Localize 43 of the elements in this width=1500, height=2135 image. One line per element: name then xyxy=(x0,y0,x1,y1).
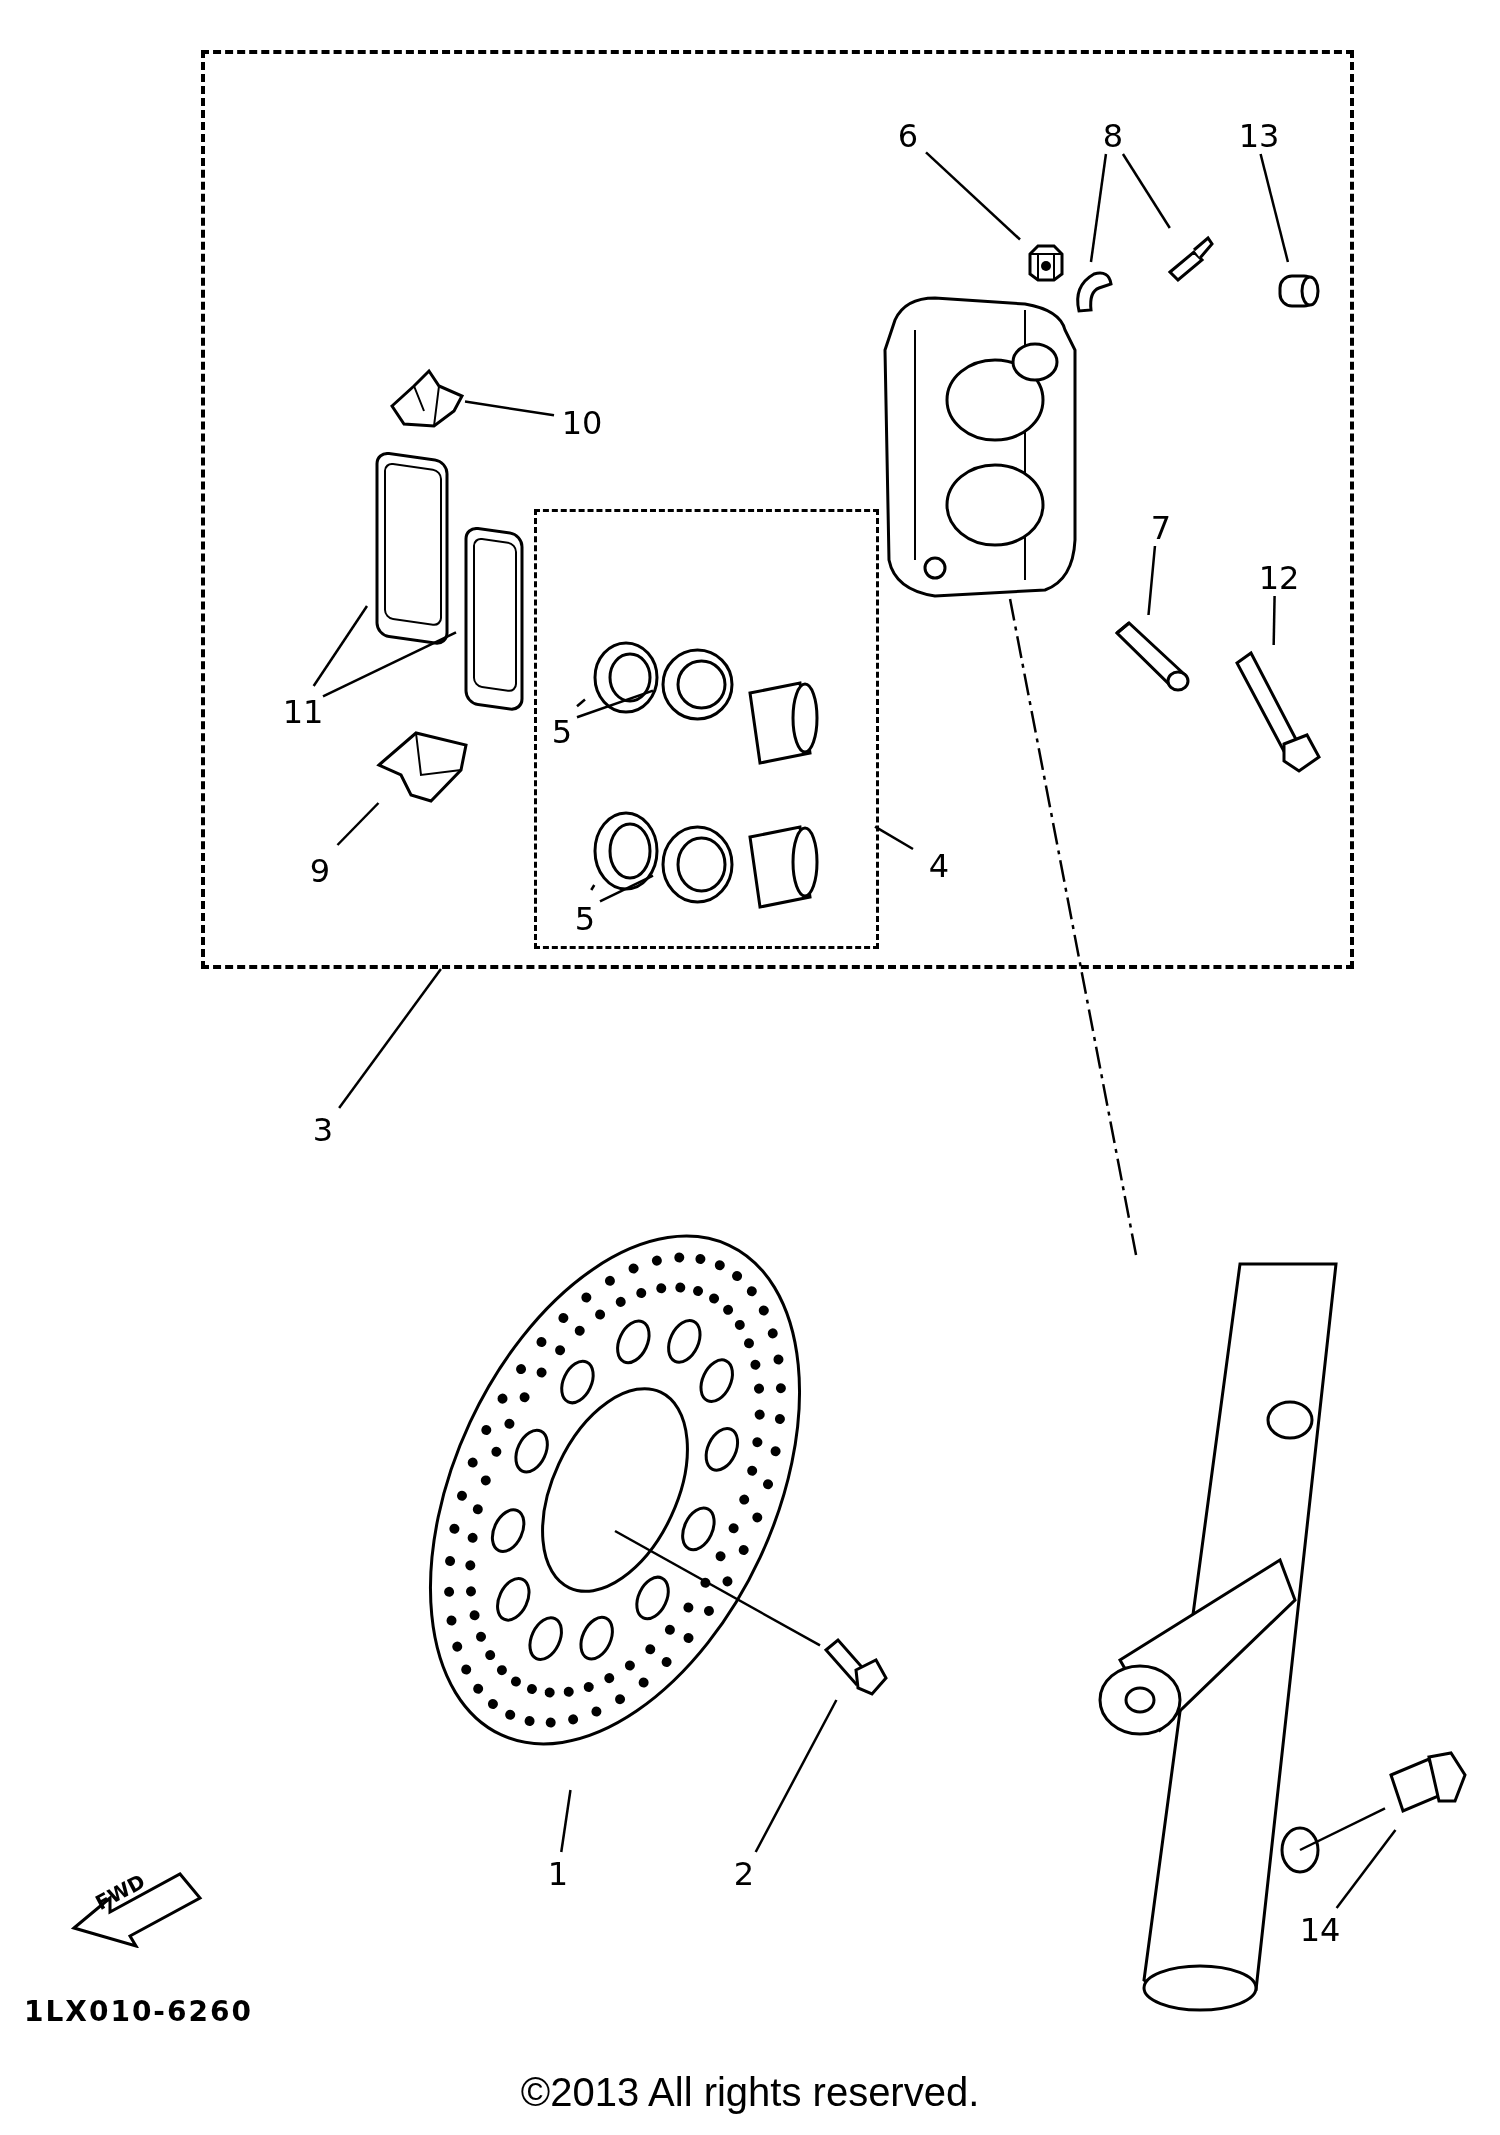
leader-line xyxy=(590,884,596,891)
callout-number: 4 xyxy=(917,844,961,888)
callout-number: 9 xyxy=(298,849,342,893)
direction-label: FWD xyxy=(91,1869,149,1915)
leader-line xyxy=(1299,1807,1386,1852)
seal-drawing xyxy=(592,810,660,892)
diagram-code: 1LX010-6260 xyxy=(24,1995,253,2028)
callout-number: 5 xyxy=(540,710,584,754)
leader-line xyxy=(312,605,369,687)
leader-line xyxy=(1272,595,1276,646)
callout-number: 2 xyxy=(722,1852,766,1896)
leader-line xyxy=(464,400,555,417)
leader-line xyxy=(1259,153,1290,263)
callout-number: 14 xyxy=(1296,1908,1344,1952)
callout-number: 10 xyxy=(558,401,606,445)
dashed-frame xyxy=(201,50,1354,969)
callout-number: 12 xyxy=(1255,556,1303,600)
callout-number: 3 xyxy=(301,1108,345,1152)
callout-number: 11 xyxy=(279,690,327,734)
leader-line xyxy=(925,151,1021,241)
leader-line xyxy=(1089,153,1108,263)
leader-line xyxy=(599,874,654,903)
seal-drawing xyxy=(660,824,735,905)
leader-line xyxy=(560,1789,572,1853)
leader-line xyxy=(576,698,586,708)
callout-number: 13 xyxy=(1235,114,1283,158)
leader-line xyxy=(1147,545,1157,616)
callout-number: 5 xyxy=(563,897,607,941)
seal-drawing xyxy=(660,647,735,722)
leader-line xyxy=(336,802,380,846)
leader-line xyxy=(1121,153,1171,229)
seal-drawing xyxy=(592,640,660,715)
copyright-notice: ©2013 All rights reserved. xyxy=(519,2070,981,2115)
leader-line xyxy=(576,689,654,719)
leader-line xyxy=(338,968,442,1109)
callout-number: 6 xyxy=(886,114,930,158)
leader-line xyxy=(754,1699,838,1853)
callout-number: 1 xyxy=(536,1852,580,1896)
leader-line xyxy=(874,825,914,851)
leader-line xyxy=(614,1529,821,1647)
leader-line xyxy=(1335,1829,1397,1909)
callout-number: 7 xyxy=(1139,506,1183,550)
callout-number: 8 xyxy=(1091,114,1135,158)
